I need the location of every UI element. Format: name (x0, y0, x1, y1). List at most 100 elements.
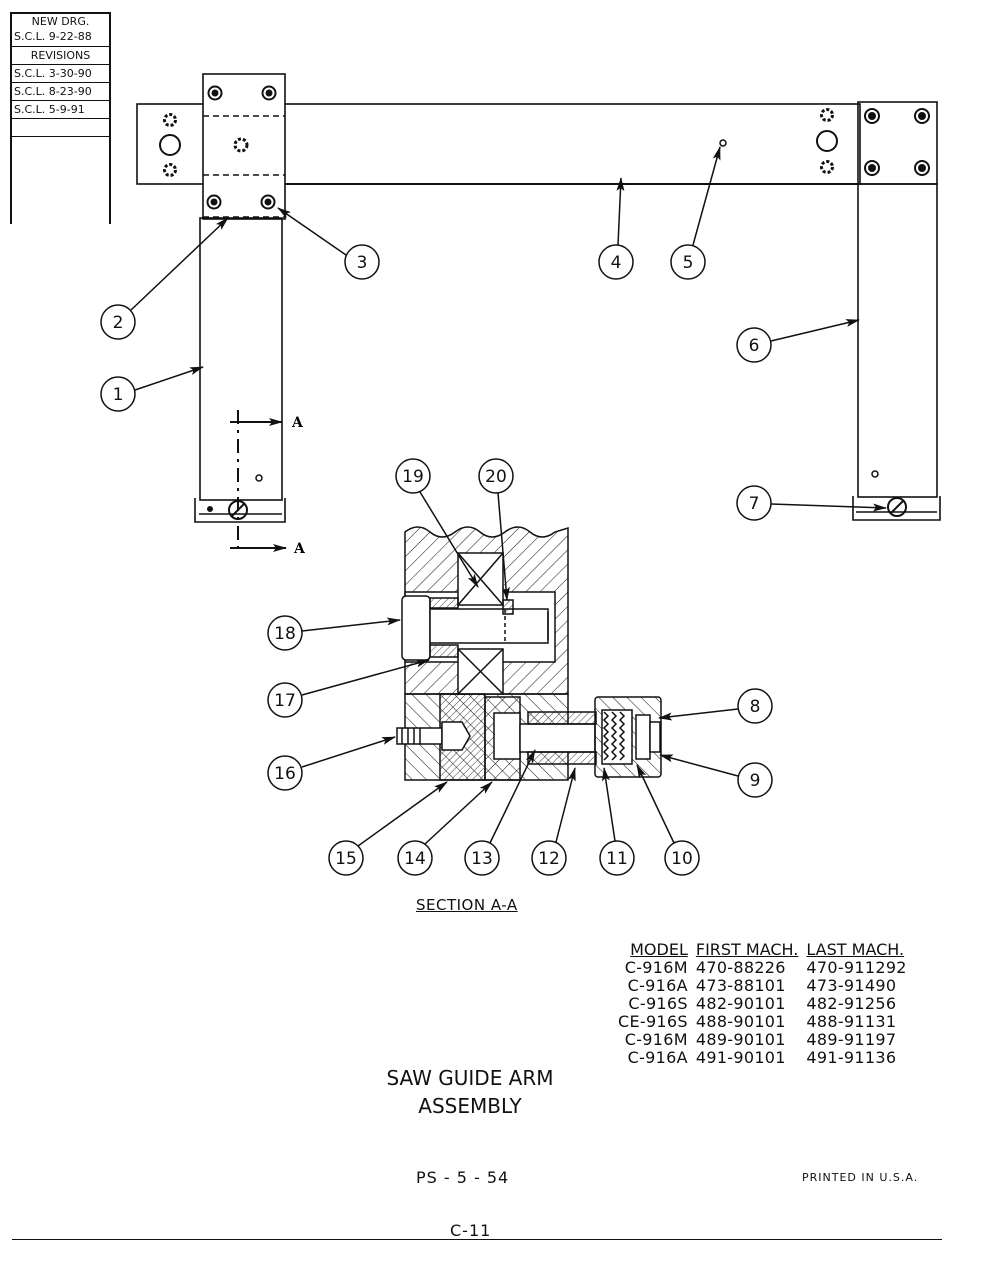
first-mach-cell: 489-90101 (695, 1030, 786, 1049)
callout-number: 8 (750, 697, 761, 717)
callout-number: 15 (335, 849, 357, 869)
callout-5 (670, 146, 721, 280)
callout-11 (599, 767, 635, 876)
model-table: MODEL FIRST MACH. LAST MACH. C-916M 470-… (618, 941, 915, 1067)
callout-3 (277, 207, 380, 280)
page-number: C-11 (450, 1221, 492, 1240)
screw-icon (207, 85, 223, 101)
new-drawing-label: NEW DRG. (31, 15, 90, 28)
table-row: C-916S 482-90101 482-91256 (618, 995, 915, 1013)
callout-number: 19 (402, 467, 424, 487)
callout-7 (736, 485, 887, 521)
model-cell: C-916A (627, 976, 688, 995)
small-mark-icon (207, 506, 213, 512)
callout-6 (736, 319, 860, 363)
nut-icon (820, 160, 834, 174)
revision-entry: S.C.L. 5-9-91 (12, 101, 109, 119)
callout-8 (658, 688, 773, 724)
bottom-rule (12, 1239, 942, 1240)
revisions-label: REVISIONS (12, 47, 109, 65)
small-hole-icon (719, 139, 727, 147)
small-hole-icon (255, 474, 263, 482)
screw-icon (864, 108, 880, 124)
column-header: FIRST MACH. (695, 940, 799, 959)
callout-number: 13 (471, 849, 493, 869)
callout-16 (267, 736, 396, 791)
model-cell: CE-916S (618, 1012, 688, 1031)
title-line: ASSEMBLY (418, 1094, 522, 1118)
callouts (100, 146, 887, 876)
nut-icon (233, 137, 249, 153)
last-mach-cell: 488-91131 (806, 1012, 897, 1031)
callout-number: 16 (274, 764, 296, 784)
last-mach-cell: 470-911292 (806, 958, 907, 977)
new-drawing-cell: NEW DRG. S.C.L. 9-22-88 (12, 14, 109, 47)
callout-20 (478, 458, 514, 601)
callout-number: 18 (274, 624, 296, 644)
callout-number: 5 (683, 253, 694, 273)
callout-18 (267, 615, 401, 651)
table-row: C-916A 473-88101 473-91490 (618, 977, 915, 995)
drawing-title: SAW GUIDE ARM ASSEMBLY (360, 1064, 580, 1120)
callout-2 (100, 217, 229, 340)
table-row: C-916M 470-88226 470-911292 (618, 959, 915, 977)
horizontal-arm (136, 103, 861, 185)
callout-number: 9 (750, 771, 761, 791)
column-header: MODEL (630, 940, 688, 959)
table-row: C-916M 489-90101 489-91197 (618, 1031, 915, 1049)
callout-12 (531, 767, 576, 876)
last-mach-cell: 489-91197 (806, 1030, 897, 1049)
right-vertical-arm (852, 101, 941, 521)
model-cell: C-916M (624, 958, 688, 977)
callout-17 (267, 659, 430, 718)
callout-number: 1 (113, 385, 124, 405)
revision-entry: S.C.L. 3-30-90 (12, 65, 109, 83)
callout-number: 7 (749, 494, 760, 514)
callout-13 (464, 749, 536, 876)
screw-icon (260, 194, 276, 210)
nut-icon (820, 108, 834, 122)
small-hole-icon (871, 470, 879, 478)
nut-icon (163, 113, 177, 127)
first-mach-cell: 491-90101 (695, 1048, 786, 1067)
first-mach-cell: 470-88226 (695, 958, 786, 977)
section-label: SECTION A-A (416, 896, 518, 914)
section-marker-top: A (291, 415, 304, 431)
callout-number: 12 (538, 849, 560, 869)
callout-number: 3 (357, 253, 368, 273)
callout-number: 2 (113, 313, 124, 333)
callout-number: 10 (671, 849, 693, 869)
model-cell: C-916A (627, 1048, 688, 1067)
screw-icon (914, 108, 930, 124)
screw-icon (206, 194, 222, 210)
title-line: SAW GUIDE ARM (386, 1066, 554, 1090)
callout-19 (395, 458, 479, 588)
revision-entry-blank (12, 119, 109, 137)
table-row: CE-916S 488-90101 488-91131 (618, 1013, 915, 1031)
hole-icon (816, 130, 838, 152)
screw-icon (864, 160, 880, 176)
section-view (396, 526, 662, 781)
callout-10 (636, 764, 700, 876)
page-code: PS - 5 - 54 (416, 1168, 510, 1187)
first-mach-cell: 488-90101 (695, 1012, 786, 1031)
screw-icon (261, 85, 277, 101)
first-mach-cell: 482-90101 (695, 994, 786, 1013)
printed-notice: PRINTED IN U.S.A. (802, 1171, 919, 1184)
left-vertical-arm (194, 73, 286, 523)
first-mach-cell: 473-88101 (695, 976, 786, 995)
callout-14 (397, 781, 493, 876)
model-cell: C-916M (624, 1030, 688, 1049)
model-cell: C-916S (628, 994, 688, 1013)
revision-block: NEW DRG. S.C.L. 9-22-88 REVISIONS S.C.L.… (10, 12, 111, 224)
set-screw-icon (887, 497, 907, 517)
callout-number: 4 (611, 253, 622, 273)
new-drawing-date: S.C.L. 9-22-88 (14, 30, 92, 43)
table-row: C-916A 491-90101 491-91136 (618, 1049, 915, 1067)
nut-icon (163, 163, 177, 177)
callout-4 (598, 177, 634, 280)
screw-icon (914, 160, 930, 176)
hole-icon (159, 134, 181, 156)
